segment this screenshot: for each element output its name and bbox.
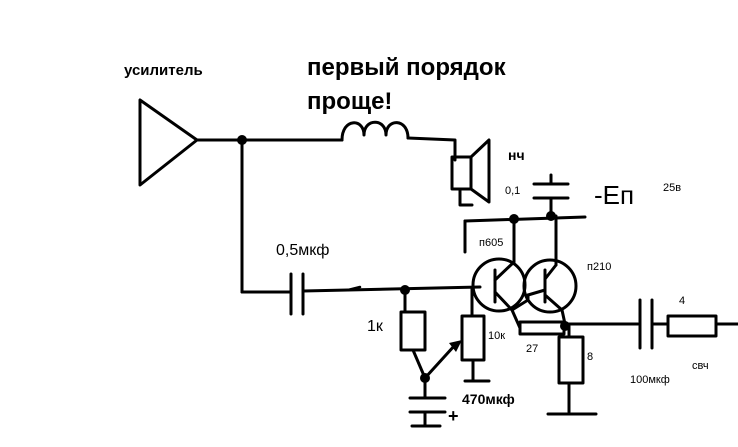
supply-voltage-label: 25в: [663, 182, 682, 194]
r-8-label: 8: [587, 351, 594, 363]
inductor-symbol: [340, 120, 410, 142]
wire-27-left: [510, 308, 522, 330]
supply-label: -Eп: [594, 180, 635, 210]
cap-to-base-wire: [301, 285, 482, 293]
trimmer-wiper-line: [423, 343, 457, 380]
resistor-8: [557, 335, 585, 385]
title-line-1: первый порядок: [307, 54, 506, 81]
r-10k-label: 10к: [488, 330, 506, 342]
transistor-p210-label: п210: [587, 261, 612, 273]
polarity-plus-label: +: [448, 406, 459, 426]
amplifier-symbol: [138, 98, 199, 187]
transistor-p210: [522, 258, 578, 314]
t2-collector-lead: [543, 263, 558, 281]
wire-gap-mark: [346, 285, 362, 292]
resistor-27: [518, 320, 566, 336]
title-line-2: проще!: [307, 88, 393, 115]
tweeter-label: свч: [692, 360, 709, 372]
cap-470-label: 470мкф: [462, 391, 515, 407]
transistor-p605: [471, 257, 527, 313]
trimmer-arrowhead: [449, 340, 462, 352]
t1-emitter-lead: [493, 290, 514, 312]
junction-dot: [546, 211, 556, 221]
t1-collector-lead: [493, 260, 516, 282]
r-27-label: 27: [526, 343, 539, 355]
woofer-label: нч: [508, 147, 525, 163]
speaker-magnet: [450, 155, 473, 191]
resistor-1k: [399, 310, 427, 352]
t2-base-lead: [526, 288, 547, 297]
t2-emitter-lead: [543, 293, 564, 312]
r-1k-label: 1к: [367, 318, 383, 335]
supply-rail: [463, 215, 587, 223]
resistor-10k: [460, 314, 486, 362]
cap-input-label: 0,5мкф: [276, 242, 330, 259]
speaker-ground-wire: [458, 187, 474, 207]
r-4-label: 4: [679, 295, 686, 307]
resistor-4: [666, 314, 718, 338]
cap-100-label: 100мкф: [630, 374, 670, 386]
cap-01-label: 0,1: [505, 185, 521, 197]
inductor-to-speaker-wire: [406, 136, 457, 162]
speaker-cone: [469, 138, 491, 204]
amplifier-label: усилитель: [124, 62, 203, 79]
wire-1k-to-cap: [411, 348, 427, 380]
transistor-p605-label: п605: [479, 237, 504, 249]
